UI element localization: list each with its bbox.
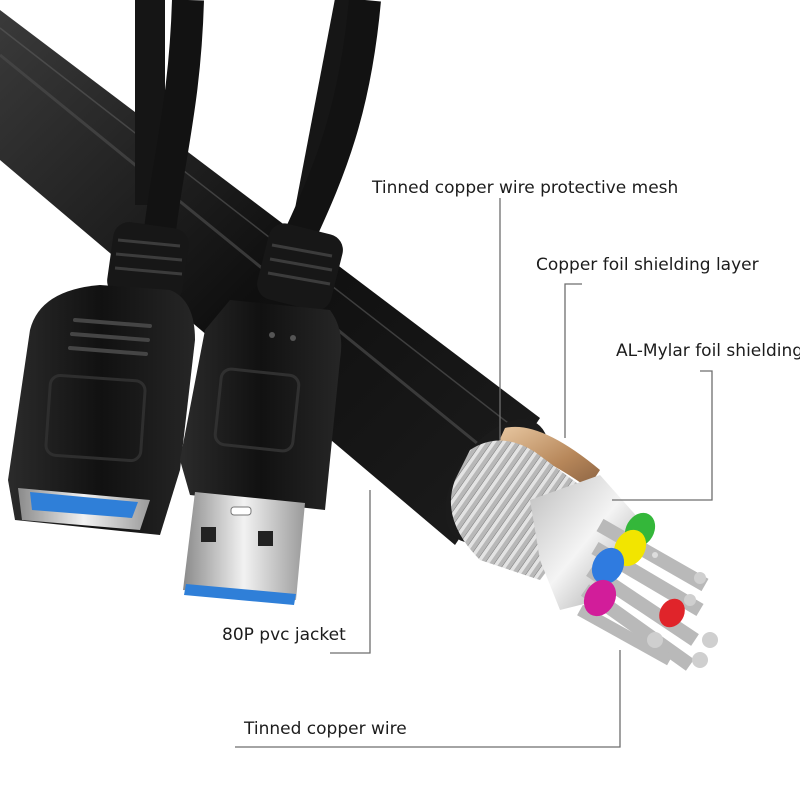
connector-cords xyxy=(135,0,381,242)
cable-cross-section xyxy=(450,426,718,671)
strain-reliefs xyxy=(107,222,343,311)
leader-line-copper xyxy=(564,283,582,438)
label-tinned-copper-wire: Tinned copper wire xyxy=(244,719,407,739)
leader-line-mylar xyxy=(612,370,713,501)
inner-conductors xyxy=(577,512,718,671)
label-pvc-jacket: 80P pvc jacket xyxy=(222,625,346,645)
leader-line-wire xyxy=(235,650,621,748)
label-copper-foil: Copper foil shielding layer xyxy=(536,255,759,275)
leader-line-jacket xyxy=(330,490,371,654)
callout-leader-lines xyxy=(235,198,713,748)
usb-female-connector xyxy=(8,285,195,535)
usb-male-connector xyxy=(180,300,342,605)
label-protective-mesh: Tinned copper wire protective mesh xyxy=(372,178,679,198)
label-al-mylar: AL-Mylar foil shielding xyxy=(616,341,800,361)
